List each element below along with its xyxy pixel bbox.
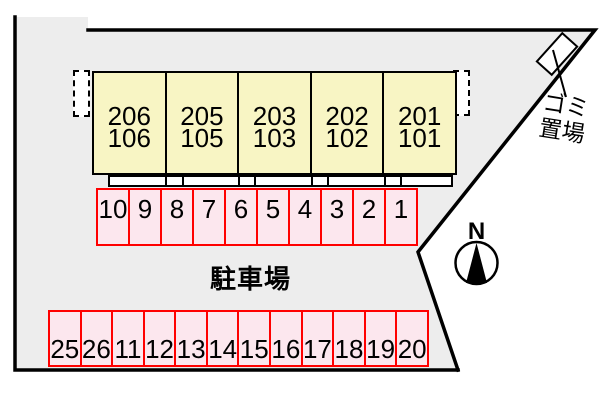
parking-space-3: 3 bbox=[320, 190, 352, 244]
parking-space-20: 20 bbox=[395, 312, 427, 365]
unit-206-106: 206 106 bbox=[94, 73, 165, 173]
parking-space-15: 15 bbox=[237, 312, 269, 365]
parking-space-10: 10 bbox=[98, 194, 128, 224]
garbage-leader-line bbox=[552, 49, 567, 98]
parking-space-2: 2 bbox=[352, 190, 384, 244]
unit-upper-number: 205 bbox=[180, 101, 224, 131]
unit-upper-number: 206 bbox=[107, 101, 151, 131]
parking-space-8: 8 bbox=[160, 190, 192, 244]
stair-box-left bbox=[73, 70, 90, 117]
parking-area-label: 駐車場 bbox=[210, 264, 292, 294]
unit-lower-number: 102 bbox=[325, 123, 369, 153]
parking-space-5: 5 bbox=[256, 190, 288, 244]
parking-space-16: 16 bbox=[269, 312, 301, 365]
parking-row-top: 10 9 8 7 6 5 4 3 2 1 bbox=[96, 188, 418, 246]
building: 206 106 205 105 203 103 202 102 201 101 bbox=[92, 71, 457, 175]
unit-lower-number: 103 bbox=[252, 123, 297, 153]
boundary-top-right bbox=[86, 28, 599, 373]
porch-divider bbox=[400, 175, 402, 187]
porch-divider bbox=[182, 175, 184, 187]
garbage-area-label: ゴミ 置場 bbox=[528, 87, 599, 148]
porch-divider bbox=[384, 175, 386, 187]
unit-upper-number: 203 bbox=[252, 101, 297, 131]
compass-needle-icon bbox=[466, 243, 487, 283]
parking-row-bottom: 25 26 11 12 13 14 15 16 17 18 19 20 bbox=[48, 310, 429, 367]
porch-divider bbox=[238, 175, 240, 187]
unit-lower-number: 106 bbox=[107, 123, 151, 153]
porch-divider bbox=[327, 175, 329, 187]
parking-space-11: 11 bbox=[111, 312, 143, 365]
parking-space-6: 6 bbox=[224, 190, 256, 244]
porch-divider bbox=[311, 175, 313, 187]
parking-space-19: 19 bbox=[363, 312, 396, 365]
boundary-left-bottom bbox=[13, 15, 460, 372]
unit-203-103: 203 103 bbox=[237, 73, 310, 173]
unit-upper-number: 202 bbox=[325, 101, 369, 131]
parking-space-1: 1 bbox=[384, 190, 416, 244]
parking-space-18: 18 bbox=[332, 312, 364, 365]
unit-202-102: 202 102 bbox=[309, 73, 383, 173]
parking-space-4: 4 bbox=[288, 190, 320, 244]
unit-lower-number: 105 bbox=[180, 123, 224, 153]
porch-divider bbox=[254, 175, 256, 187]
parking-space-12: 12 bbox=[142, 312, 175, 365]
unit-upper-number: 201 bbox=[397, 101, 442, 131]
unit-201-101: 201 101 bbox=[382, 73, 455, 173]
porch-divider bbox=[165, 175, 167, 187]
compass-north-label: N bbox=[467, 218, 486, 245]
garbage-box bbox=[535, 31, 579, 77]
parking-space-7: 7 bbox=[192, 190, 224, 244]
parking-space-13: 13 bbox=[174, 312, 206, 365]
parking-space-26: 26 bbox=[79, 312, 112, 365]
parking-space-14: 14 bbox=[205, 312, 238, 365]
parking-space-25: 25 bbox=[50, 334, 80, 364]
parking-space-17: 17 bbox=[300, 312, 333, 365]
porch-strip bbox=[108, 175, 453, 187]
unit-lower-number: 101 bbox=[397, 123, 442, 153]
unit-205-105: 205 105 bbox=[164, 73, 238, 173]
parking-space-9: 9 bbox=[128, 190, 160, 244]
